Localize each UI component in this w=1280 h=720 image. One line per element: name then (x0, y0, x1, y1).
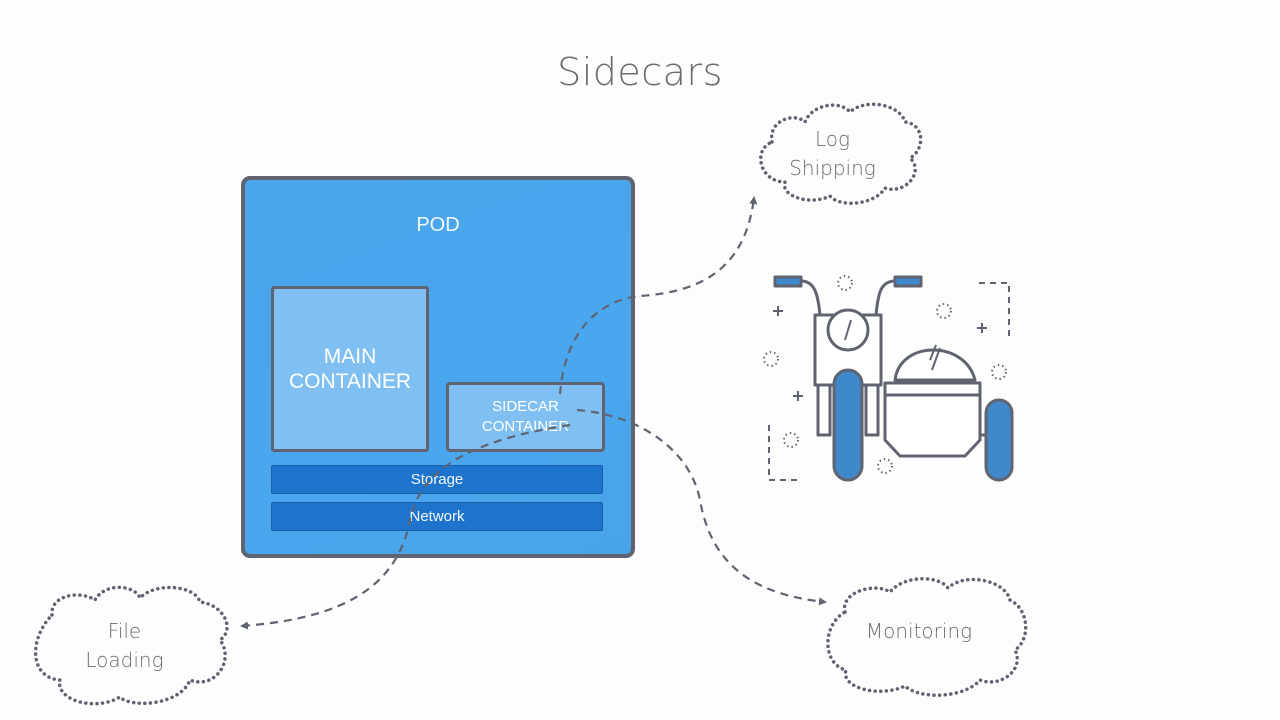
cloud-label-monitoring: Monitoring (848, 617, 990, 646)
main-container-label-line2: CONTAINER (288, 370, 412, 393)
file-loading-line1: File (107, 619, 142, 643)
cloud-file-loading (33, 585, 229, 706)
sidecar-container-label-line1: SIDECAR (492, 398, 559, 415)
storage-bar: Storage (271, 465, 603, 494)
arrow-to-monitoring (576, 408, 827, 606)
motorcycle-with-sidecar-icon (773, 275, 1014, 482)
main-container-label-line1: MAIN (323, 345, 377, 368)
network-bar: Network (271, 502, 603, 531)
cloud-monitoring (826, 577, 1028, 697)
arrow-to-file-loading (240, 423, 571, 630)
file-loading-line2: Loading (85, 648, 164, 672)
decoration-sparkles (763, 275, 1010, 481)
log-shipping-line2: Shipping (789, 156, 876, 180)
pod-box: POD MAIN CONTAINER SIDECAR CONTAINER Sto… (241, 176, 635, 558)
monitoring-line1: Monitoring (865, 619, 973, 643)
pod-label: POD (416, 214, 460, 236)
slide-title: Sidecars (557, 50, 723, 94)
main-container: MAIN CONTAINER (271, 286, 429, 452)
arrow-to-log-shipping (558, 196, 758, 395)
cloud-log-shipping (759, 102, 923, 205)
log-shipping-line1: Log (814, 127, 851, 151)
sidecar-container: SIDECAR CONTAINER (446, 382, 605, 452)
cloud-label-log-shipping: Log Shipping (770, 125, 895, 183)
cloud-label-file-loading: File Loading (62, 617, 187, 675)
sidecar-container-label-line2: CONTAINER (481, 418, 570, 435)
